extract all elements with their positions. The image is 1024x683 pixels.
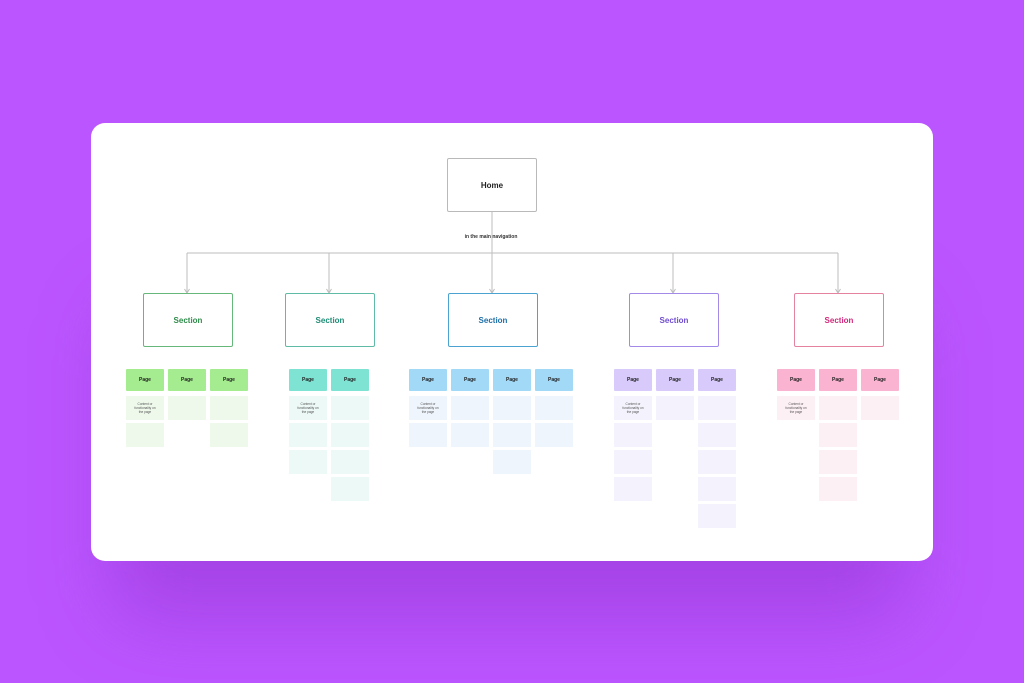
page-content-cell (614, 477, 652, 501)
page-node[interactable]: Page (535, 369, 573, 391)
page-content-cell (493, 450, 531, 474)
page-content-cell (493, 396, 531, 420)
page-content-cell (331, 450, 369, 474)
home-node[interactable]: Home (447, 158, 537, 212)
page-node[interactable]: Page (614, 369, 652, 391)
section-node[interactable]: Section (794, 293, 884, 347)
page-content-cell (289, 423, 327, 447)
page-content-text: Content or functionality on the page (785, 402, 807, 414)
page-content-cell (535, 396, 573, 420)
page-content-cell (819, 477, 857, 501)
page-content-text: Content or functionality on the page (417, 402, 439, 414)
page-content-cell (698, 396, 736, 420)
page-content-cell (656, 396, 694, 420)
section-node[interactable]: Section (285, 293, 375, 347)
page-node[interactable]: Page (210, 369, 248, 391)
page-node[interactable]: Page (777, 369, 815, 391)
page-content-note: Content or functionality on the page (409, 396, 447, 420)
section-label: Section (659, 315, 689, 325)
page-content-cell (819, 396, 857, 420)
page-node[interactable]: Page (698, 369, 736, 391)
page-content-cell (614, 423, 652, 447)
page-content-cell (289, 450, 327, 474)
page-content-note: Content or functionality on the page (777, 396, 815, 420)
page-node[interactable]: Page (331, 369, 369, 391)
page-content-cell (210, 423, 248, 447)
page-content-cell (451, 423, 489, 447)
page-content-cell (210, 396, 248, 420)
page-node[interactable]: Page (819, 369, 857, 391)
page-node[interactable]: Page (493, 369, 531, 391)
page-content-cell (698, 504, 736, 528)
section-label: Section (173, 315, 203, 325)
section-node[interactable]: Section (448, 293, 538, 347)
section-label: Section (478, 315, 508, 325)
section-label: Section (824, 315, 854, 325)
page-content-note: Content or functionality on the page (614, 396, 652, 420)
section-node[interactable]: Section (143, 293, 233, 347)
page-content-cell (451, 396, 489, 420)
section-node[interactable]: Section (629, 293, 719, 347)
page-content-cell (698, 423, 736, 447)
page-node[interactable]: Page (289, 369, 327, 391)
page-content-cell (535, 423, 573, 447)
page-content-cell (168, 396, 206, 420)
page-content-cell (126, 423, 164, 447)
home-label: Home (480, 180, 504, 190)
page-content-note: Content or functionality on the page (289, 396, 327, 420)
page-content-cell (331, 477, 369, 501)
page-content-cell (493, 423, 531, 447)
page-node[interactable]: Page (656, 369, 694, 391)
page-node[interactable]: Page (451, 369, 489, 391)
page-content-cell (331, 396, 369, 420)
page-content-cell (819, 450, 857, 474)
section-label: Section (315, 315, 345, 325)
page-content-cell (861, 396, 899, 420)
page-node[interactable]: Page (861, 369, 899, 391)
page-node[interactable]: Page (168, 369, 206, 391)
page-content-text: Content or functionality on the page (134, 402, 156, 414)
page-content-cell (409, 423, 447, 447)
page-content-cell (614, 450, 652, 474)
page-content-cell (819, 423, 857, 447)
page-content-cell (698, 477, 736, 501)
page-content-cell (331, 423, 369, 447)
page-content-text: Content or functionality on the page (297, 402, 319, 414)
page-content-text: Content or functionality on the page (622, 402, 644, 414)
page-node[interactable]: Page (126, 369, 164, 391)
navigation-label: in the main navigation (464, 234, 518, 240)
page-content-cell (698, 450, 736, 474)
page-content-note: Content or functionality on the page (126, 396, 164, 420)
page-node[interactable]: Page (409, 369, 447, 391)
